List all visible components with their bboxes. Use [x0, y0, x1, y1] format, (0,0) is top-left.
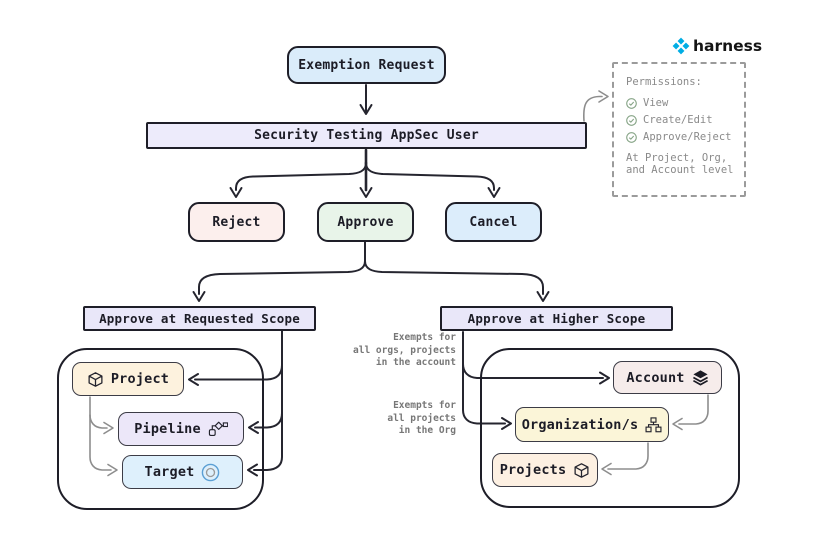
node-label: Account: [626, 369, 685, 386]
connector-account-to-organization: [672, 394, 709, 431]
node-reject: Reject: [188, 202, 285, 242]
annotation-exempts-account: Exempts for all orgs, projects in the ac…: [353, 332, 456, 368]
check-circle-icon: [626, 114, 637, 126]
node-target: Target: [122, 455, 243, 489]
check-circle-icon: [626, 97, 637, 109]
cube-icon: [573, 462, 590, 479]
permission-item: Approve/Reject: [626, 130, 734, 144]
node-label: Approve at Higher Scope: [467, 311, 646, 326]
pipeline-icon: [208, 421, 228, 437]
node-approve-at-higher-scope: Approve at Higher Scope: [440, 306, 673, 331]
layers-icon: [692, 369, 709, 386]
permissions-title: Permissions:: [626, 76, 702, 88]
node-label: Organization/s: [521, 416, 639, 433]
node-security-testing-appsec-user: Security Testing AppSec User: [146, 122, 587, 149]
target-icon: [201, 463, 220, 482]
permission-item: View: [626, 96, 734, 110]
node-label: Security Testing AppSec User: [254, 128, 479, 143]
higher-scope-group: [480, 348, 740, 508]
node-label: Reject: [212, 214, 261, 230]
requested-scope-group: [57, 348, 264, 510]
permissions-note: Permissions: View Create/Edit Approve/Re…: [612, 62, 746, 197]
brand-name: harness: [693, 37, 763, 55]
node-label: Approve: [337, 214, 394, 230]
permissions-list: View Create/Edit Approve/Reject: [626, 96, 734, 144]
node-approve-at-requested-scope: Approve at Requested Scope: [83, 306, 316, 331]
node-pipeline: Pipeline: [118, 412, 244, 446]
permissions-footer: At Project, Org, and Account level: [626, 152, 734, 176]
node-organizations: Organization/s: [515, 407, 669, 442]
permission-label: Approve/Reject: [643, 131, 732, 143]
brand-logo: harness: [672, 36, 762, 56]
node-label: Approve at Requested Scope: [99, 311, 300, 326]
permission-item: Create/Edit: [626, 113, 734, 127]
node-exemption-request: Exemption Request: [287, 46, 446, 84]
connector-project-to-children: [89, 396, 118, 477]
connector-approve-to-scopes: [192, 241, 550, 302]
node-label: Exemption Request: [298, 57, 435, 73]
node-label: Pipeline: [134, 421, 201, 437]
permission-label: Create/Edit: [643, 114, 713, 126]
node-account: Account: [613, 361, 722, 394]
node-label: Cancel: [469, 214, 518, 230]
node-label: Projects: [499, 462, 567, 478]
connector-requested-scope-fanout: [188, 330, 283, 477]
node-cancel: Cancel: [445, 202, 542, 242]
connector-gate-to-permissions: [582, 90, 609, 122]
annotation-exempts-org: Exempts for all projects in the Org: [387, 400, 456, 436]
check-circle-icon: [626, 131, 637, 143]
connector-gate-to-decisions: [229, 148, 501, 198]
permission-label: View: [643, 97, 669, 109]
connector-higher-scope-fanout: [462, 331, 610, 430]
node-label: Target: [144, 464, 195, 480]
connector-organization-to-projects: [601, 442, 649, 476]
org-chart-icon: [645, 416, 662, 433]
node-approve: Approve: [317, 202, 414, 242]
node-label: Project: [110, 371, 170, 387]
cube-icon: [87, 371, 104, 388]
harness-pinwheel-icon: [672, 37, 690, 55]
node-projects: Projects: [492, 453, 598, 487]
node-project: Project: [72, 362, 184, 396]
connector-start-to-gate: [359, 84, 373, 115]
